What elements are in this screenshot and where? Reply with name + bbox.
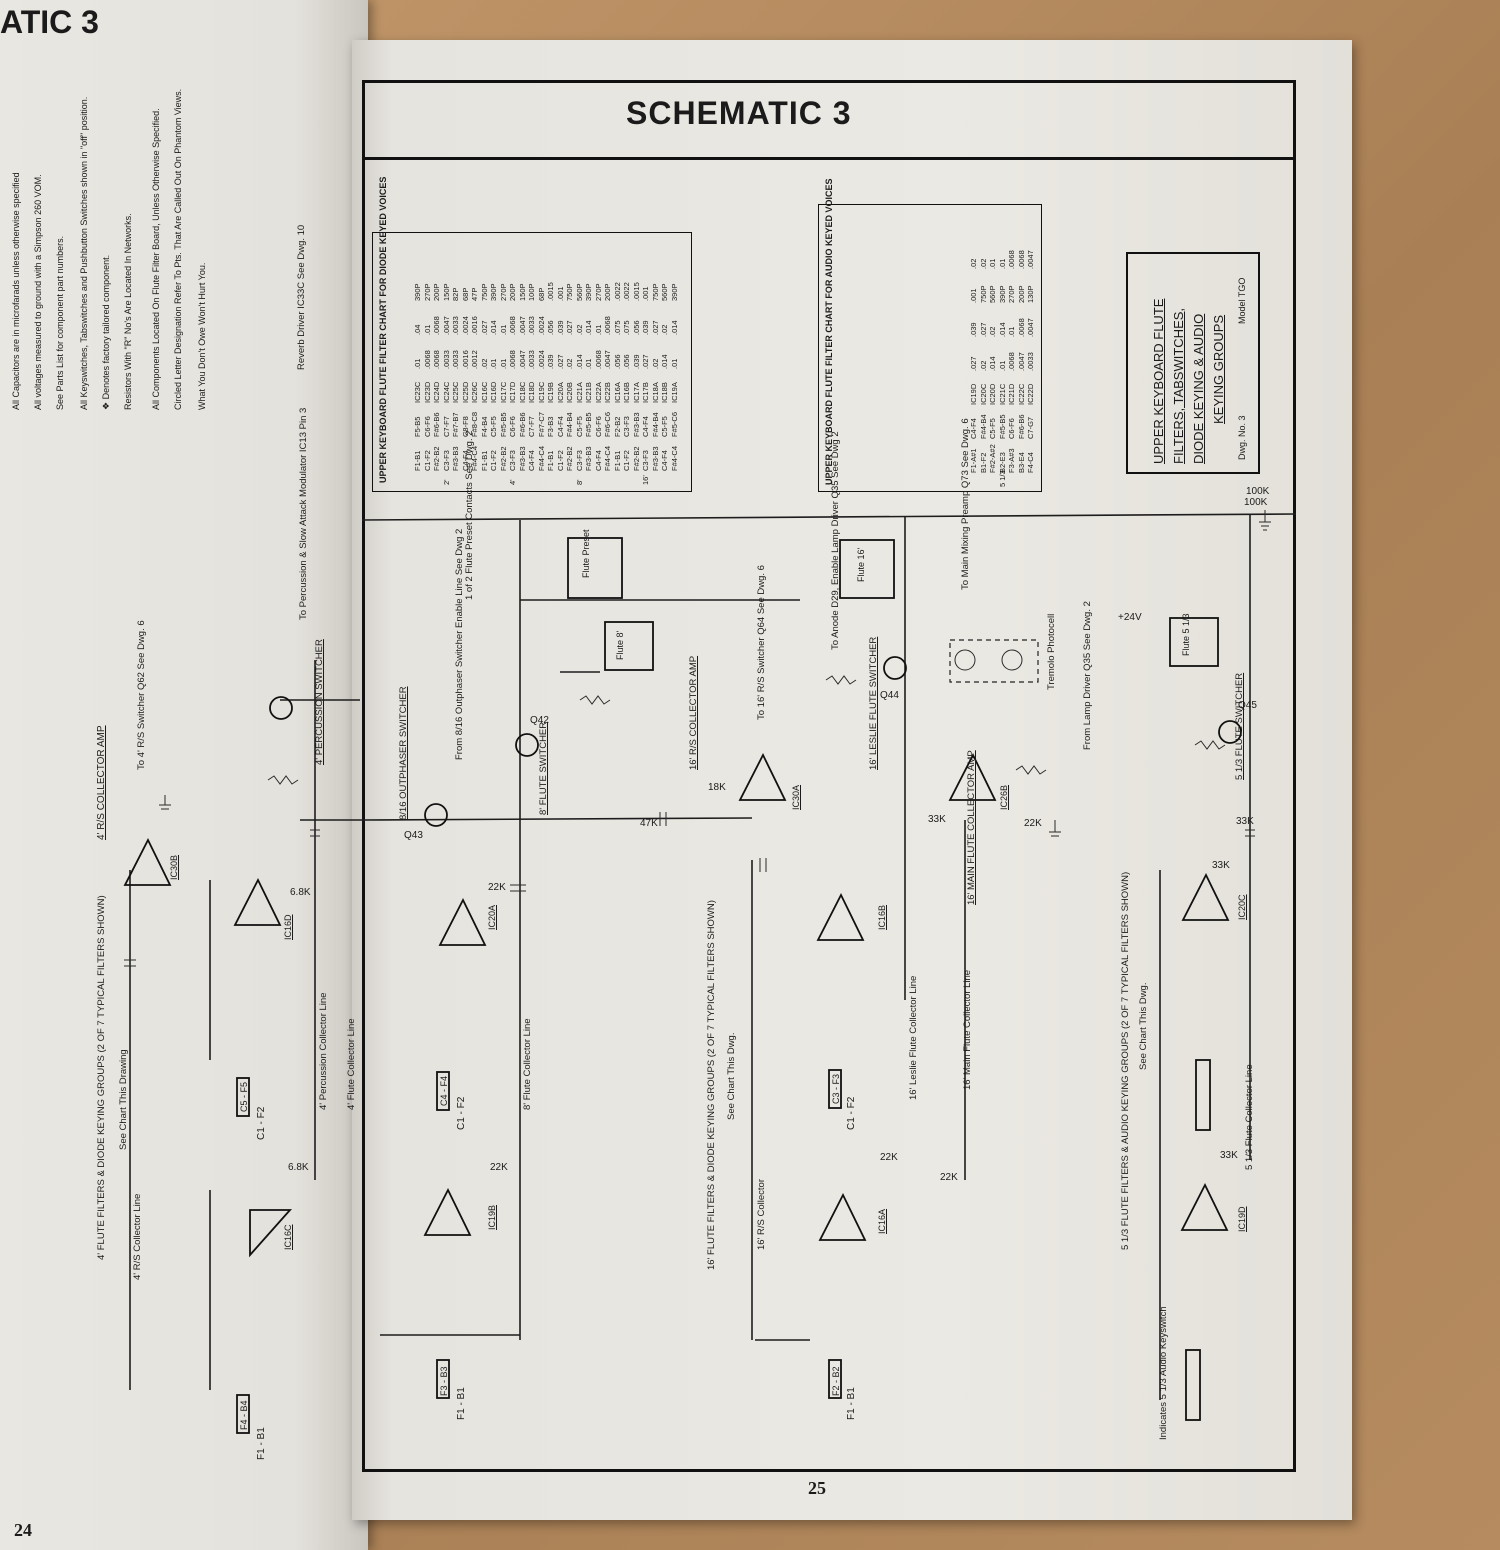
svg-text:33K: 33K xyxy=(1220,1150,1238,1161)
keys-f3-mid: F3 - B3 xyxy=(439,1366,449,1396)
main-flute-amp-label: 16' MAIN FLUTE COLLECTOR AMP xyxy=(966,750,977,905)
svg-text:22K: 22K xyxy=(880,1152,898,1163)
tab-flute-8: Flute 8' xyxy=(615,630,625,660)
tab-flute-16: Flute 16' xyxy=(856,547,866,582)
diode-filter-chart: UPPER KEYBOARD FLUTE FILTER CHART FOR DI… xyxy=(372,177,692,492)
keys-c1-f2-mid: C1 - F2 xyxy=(456,1096,467,1130)
svg-text:22K: 22K xyxy=(1024,818,1042,829)
rs-16-collector-amp: 16' R/S COLLECTOR AMP xyxy=(688,655,699,770)
ic20c-label: IC20C xyxy=(1237,894,1247,920)
flute-8-switcher-label: 8' FLUTE SWITCHER xyxy=(538,721,549,815)
svg-text:47K: 47K xyxy=(640,818,658,829)
right-page xyxy=(352,40,1352,1520)
drawing-title-block: UPPER KEYBOARD FLUTE FILTERS, TABSWITCHE… xyxy=(1126,252,1260,474)
ic30a-label: IC30A xyxy=(791,784,801,810)
left-page-number: 24 xyxy=(14,1520,32,1540)
schematic-frame xyxy=(362,80,1296,1472)
rs-switcher-note: To 4' R/S Switcher Q62 See Dwg. 6 xyxy=(136,620,147,770)
line-4ft-flute: 4' Flute Collector Line xyxy=(346,1018,357,1110)
group-heading-4ft: 4' FLUTE FILTERS & DIODE KEYING GROUPS (… xyxy=(96,895,107,1260)
left-page-title: ATIC 3 xyxy=(0,4,99,40)
svg-text:6.8K: 6.8K xyxy=(290,887,311,898)
svg-text:33K: 33K xyxy=(1212,860,1230,871)
percussion-note: To Percussion & Slow Attack Modulator IC… xyxy=(298,407,309,620)
ic26b-label: IC26B xyxy=(999,784,1009,810)
keys-f1-b1-left: F1 - B1 xyxy=(256,1427,267,1460)
percussion-switcher-label: 4' PERCUSSION SWITCHER xyxy=(314,639,325,765)
svg-text:22K: 22K xyxy=(940,1172,958,1183)
svg-text:22K: 22K xyxy=(488,882,506,893)
right-page-number: 25 xyxy=(808,1478,826,1498)
ic19d-label: IC19D xyxy=(1237,1206,1247,1232)
lamp-from-note: From Lamp Driver Q35 See Dwg. 2 xyxy=(1082,601,1093,750)
svg-text:18K: 18K xyxy=(708,782,726,793)
outphaser-switcher-label: 8/16 OUTPHASER SWITCHER xyxy=(398,686,409,820)
resistor-100k-label: 100K xyxy=(1246,486,1270,497)
voltage-label: +24V xyxy=(1118,612,1142,623)
see-chart-513: See Chart This Dwg. xyxy=(1138,982,1149,1070)
line-16ft-main: 16' Main Flute Collector Line xyxy=(962,969,973,1090)
audio-filter-chart: UPPER KEYBOARD FLUTE FILTER CHART FOR AU… xyxy=(818,178,1042,492)
ic19b-label: IC19B xyxy=(487,1204,497,1230)
page-title: SCHEMATIC 3 xyxy=(626,95,852,131)
opamp-symbols xyxy=(123,752,1230,1258)
ic30b-label: IC30B xyxy=(169,854,179,880)
svg-text:33K: 33K xyxy=(928,814,946,825)
keys-c5-left: C5 - F5 xyxy=(239,1081,249,1112)
q43-label: Q43 xyxy=(404,830,423,841)
main-mixing-note: To Main Mixing Preamp Q73 See Dwg. 6 xyxy=(960,418,971,590)
switcher-513-label: 5 1/3 FLUTE SWITCHER xyxy=(1234,672,1245,780)
group-heading-16ft: 16' FLUTE FILTERS & DIODE KEYING GROUPS … xyxy=(706,900,717,1270)
svg-text:6.8K: 6.8K xyxy=(288,1162,309,1173)
svg-text:100K: 100K xyxy=(1244,497,1268,508)
keys-c4-mid: C4 - F4 xyxy=(439,1075,449,1106)
ic16b-label: IC16B xyxy=(877,904,887,930)
q42-label: Q42 xyxy=(530,715,549,726)
group-heading-513: 5 1/3 FLUTE FILTERS & AUDIO KEYING GROUP… xyxy=(1120,871,1131,1250)
keys-f1-b1-mid: F1 - B1 xyxy=(456,1387,467,1420)
line-8ft-flute: 8' Flute Collector Line xyxy=(522,1018,533,1110)
keys-c1-f2-left: C1 - F2 xyxy=(256,1106,267,1140)
transistor-symbols xyxy=(269,656,1242,827)
line-4ft-rs: 4' R/S Collector Line xyxy=(132,1193,143,1280)
reverb-driver-note: Reverb Driver IC33C See Dwg. 10 xyxy=(296,224,307,370)
collector-amp-4ft: 4' R/S COLLECTOR AMP xyxy=(96,725,107,840)
q44-label: Q44 xyxy=(880,690,899,701)
see-chart-left: See Chart This Drawing xyxy=(118,1049,129,1150)
line-16ft-leslie: 16' Leslie Flute Collector Line xyxy=(908,975,919,1100)
q45-label: Q45 xyxy=(1238,700,1257,711)
keys-f2-right: F2 - B2 xyxy=(831,1366,841,1396)
keys-f4-left: F4 - B4 xyxy=(239,1400,249,1430)
svg-text:33K: 33K xyxy=(1236,816,1254,827)
tab-flute-513: Flute 5 1/3 xyxy=(1181,613,1191,656)
leslie-switcher-label: 16' LESLIE FLUTE SWITCHER xyxy=(868,636,879,770)
ic16c-label: IC16C xyxy=(283,1224,293,1250)
tremolo-label: Tremolo Photocell xyxy=(1046,613,1057,690)
left-page xyxy=(0,0,368,1550)
line-4ft-percussion: 4' Percussion Collector Line xyxy=(318,992,329,1110)
keys-f1-b1-right: F1 - B1 xyxy=(846,1387,857,1420)
rs-16-switcher-note: To 16' R/S Switcher Q64 See Dwg. 6 xyxy=(756,565,767,720)
line-513-flute: 5 1/3 Flute Collector Line xyxy=(1244,1064,1255,1170)
ic20a-label: IC20A xyxy=(487,904,497,930)
ic16a-label: IC16A xyxy=(877,1208,887,1234)
svg-text:22K: 22K xyxy=(490,1162,508,1173)
title-bar xyxy=(362,80,1296,160)
tab-flute-preset: Flute Preset xyxy=(581,529,591,578)
see-chart-16ft: See Chart This Dwg. xyxy=(726,1032,737,1120)
keys-c1-f2-right: C1 - F2 xyxy=(846,1096,857,1130)
lamp-driver-note: To Anode D29, Enable Lamp Driver Q35 See… xyxy=(830,431,841,650)
audio-keyswitch-note: Indicates 5 1/3 Audio Keyswitch xyxy=(1158,1306,1169,1440)
ic16d-label: IC16D xyxy=(283,914,293,940)
keys-c3-right: C3 - F3 xyxy=(831,1073,841,1104)
line-16ft-rs: 16' R/S Collector xyxy=(756,1179,767,1250)
preset-contacts-note: 1 of 2 Flute Preset Contacts See Dwg. 2 xyxy=(464,430,475,600)
